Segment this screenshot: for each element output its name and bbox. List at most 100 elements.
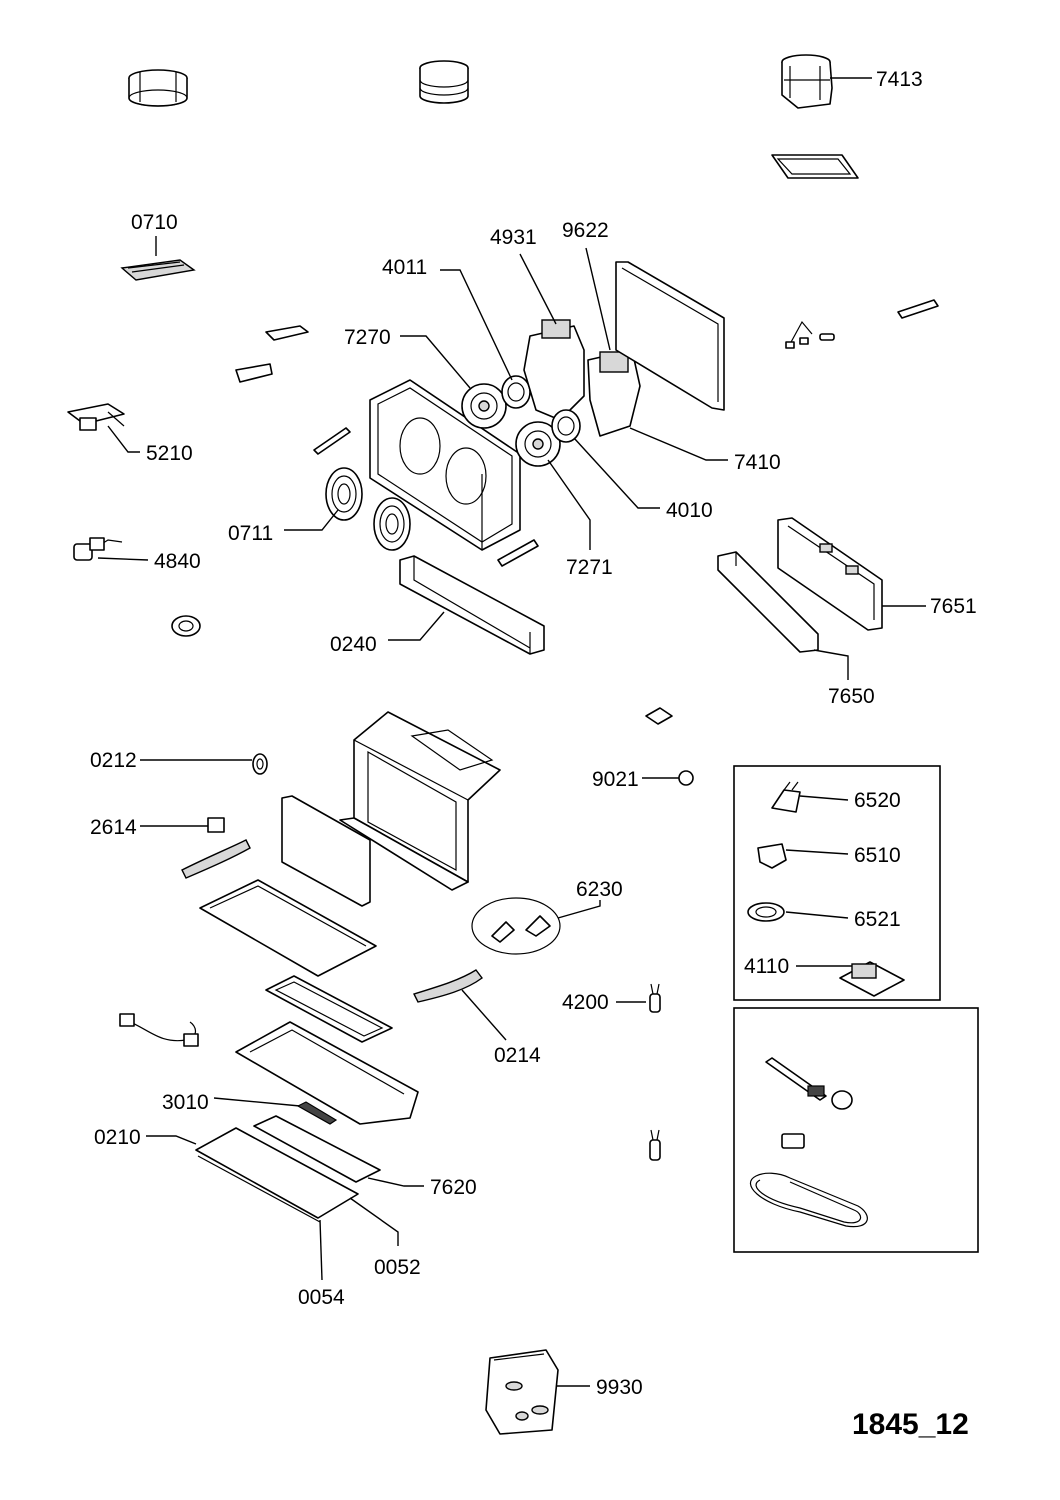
hood-body-part [339,711,501,891]
label-4110: 4110 [744,955,789,978]
grille-0711-part [325,467,411,551]
component-4840-part [73,537,123,561]
label-7651: 7651 [930,595,977,618]
motor-4011-part [501,375,531,409]
leader-7650 [813,649,849,680]
label-0711: 0711 [228,522,273,545]
bag-9930-part [485,1349,559,1435]
leader-4931 [519,253,557,325]
lamp-6510-part [757,843,787,869]
label-7620: 7620 [430,1176,477,1199]
lampholder-6520-part [771,781,801,813]
switch-2614-part [207,817,225,833]
gasket-frame-part [771,154,859,179]
leader-7620 [367,1177,424,1187]
label-4840: 4840 [154,550,201,573]
control-frame-part [265,975,393,1043]
bracket-part [235,325,309,383]
back-panel-part [615,261,725,411]
cable-part [181,839,251,879]
duct-adapter-part [419,60,469,104]
leader-0711 [284,509,339,531]
leader-6510 [785,849,849,855]
leader-3010 [213,1097,301,1107]
bottom-chassis-part [235,1021,419,1125]
leader-6230 [557,900,601,919]
control-board-3010-part [296,1101,338,1125]
label-0240: 0240 [330,633,377,656]
front-panel-part [281,795,371,907]
leader-7271 [547,459,591,550]
label-7413: 7413 [876,68,923,91]
label-5210: 5210 [146,442,193,465]
leader-7270 [400,335,471,389]
part-group-6230 [471,897,561,955]
label-4010: 4010 [666,499,713,522]
figure-id: 1845_12 [852,1408,969,1441]
leader-4840 [97,557,149,561]
label-0214: 0214 [494,1044,541,1067]
label-9021: 9021 [592,768,639,791]
label-9930: 9930 [596,1376,643,1399]
channel-0240-part [399,555,545,655]
capacitor-4200-part [649,983,661,1013]
clip-part [645,707,673,725]
motor-frame-part [369,379,521,551]
leader-0240 [388,611,445,641]
label-0212: 0212 [90,749,137,772]
wiring-harness-part [119,1013,199,1047]
valve-duct-7413-part [781,54,833,109]
front-trim-part [195,1127,359,1223]
leader-0214 [461,989,507,1041]
label-6520: 6520 [854,789,901,812]
label-7410: 7410 [734,451,781,474]
leader-4011 [440,269,513,381]
tray-part [199,879,377,977]
leader-0052 [349,1197,399,1246]
label-0710: 0710 [131,211,178,234]
label-6510: 6510 [854,844,901,867]
label-4931: 4931 [490,226,537,249]
fan-wheel-7270-part [461,383,507,429]
leader-6520 [799,795,849,801]
leader-4010 [573,437,660,509]
rail-part [313,427,351,455]
leader-9622 [585,247,611,351]
clips-6230-part [491,915,551,943]
leader-6521 [785,911,849,919]
switch-plate-5210-part [67,403,125,431]
transformer-4110-part [839,961,905,997]
label-2614: 2614 [90,816,137,839]
label-0052: 0052 [374,1256,421,1279]
filter-0710-part [120,259,196,281]
grommet-0212-part [252,753,268,775]
lamp-kit-box [733,765,941,1001]
scroll-housing-part [523,319,641,437]
motor-4010-part [551,409,581,443]
glass-7620-part [253,1115,381,1183]
leader-5210 [107,425,140,453]
ring-6521-part [747,902,785,922]
label-7650: 7650 [828,685,875,708]
label-0054: 0054 [298,1286,345,1309]
capacitor-part [649,1129,661,1161]
nut-part [171,615,201,637]
label-7270: 7270 [344,326,391,349]
cable-0214-part [413,969,483,1003]
rail-part-2 [497,539,539,567]
leader-0210 [146,1135,197,1145]
label-4011: 4011 [382,256,427,279]
screws-part [785,299,939,349]
accessory-parts [749,1057,868,1228]
filter-frame-7651-part [777,517,883,631]
label-0210: 0210 [94,1126,141,1149]
label-9622: 9622 [562,219,609,242]
label-4200: 4200 [562,991,609,1014]
label-3010: 3010 [162,1091,209,1114]
accessory-kit-box [733,1007,979,1253]
leader-0054 [319,1219,323,1281]
duct-collar-part [128,69,188,107]
label-7271: 7271 [566,556,613,579]
leader-7410 [629,427,728,461]
